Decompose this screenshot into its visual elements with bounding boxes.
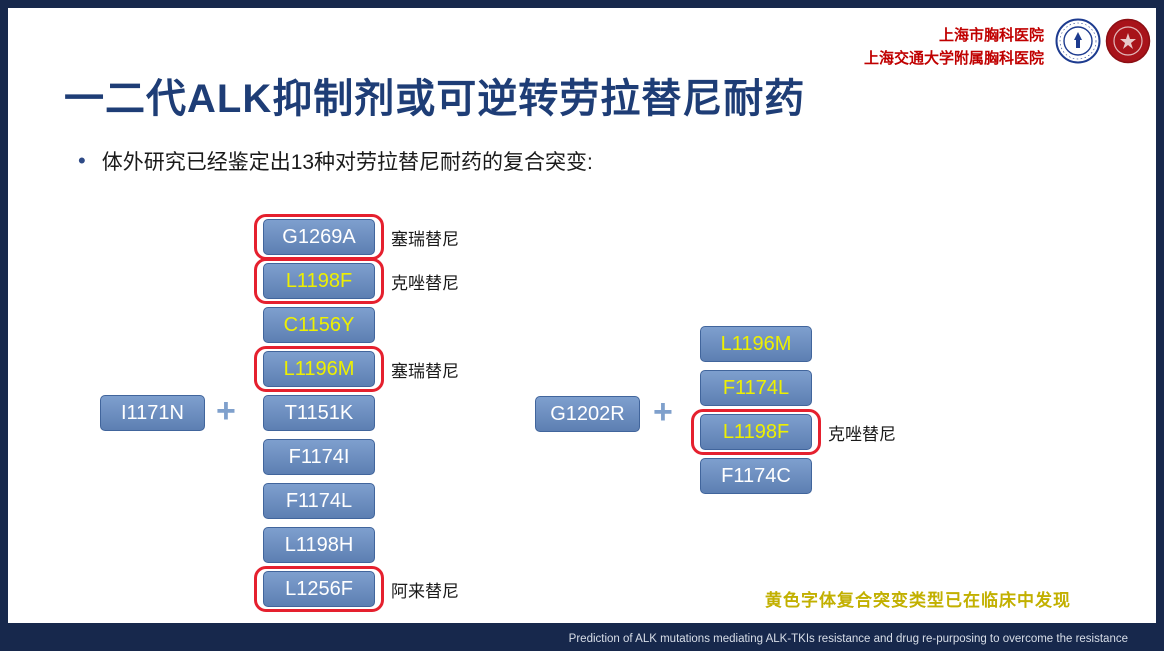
mutation-label: L1198F <box>700 414 812 450</box>
mutation-label: L1198F <box>263 263 375 299</box>
mutation-box: F1174L <box>700 370 812 406</box>
drug-label: 克唑替尼 <box>828 424 896 444</box>
mutation-label: F1174C <box>700 458 812 494</box>
mutation-box-highlighted: L1196M <box>254 346 384 392</box>
mutation-label: F1174L <box>263 483 375 519</box>
base-mutation-box-i1171n: I1171N <box>100 395 205 431</box>
mutation-box: F1174C <box>700 458 812 494</box>
mutation-box: L1198H <box>263 527 375 563</box>
mutation-row: F1174L <box>700 370 896 406</box>
mutation-row: L1198H <box>263 527 459 563</box>
mutation-box: F1174I <box>263 439 375 475</box>
hospital-name-line2: 上海交通大学附属胸科医院 <box>863 50 1044 67</box>
mutation-box: F1174L <box>263 483 375 519</box>
mutation-group-g1202r: G1202R + L1196M F1174L L1198F 克唑替尼 F1174C <box>535 326 1015 510</box>
mutation-row: L1196M 塞瑞替尼 <box>254 346 459 392</box>
mutation-row: L1198F 克唑替尼 <box>691 409 896 455</box>
mutation-row: F1174L <box>263 483 459 519</box>
mutation-row: T1151K <box>263 395 459 431</box>
mutation-box-highlighted: G1269A <box>254 214 384 260</box>
hospital-name-line1: 上海市胸科医院 <box>938 27 1044 44</box>
mutation-label: L1196M <box>263 351 375 387</box>
bullet-text: 体外研究已经鉴定出13种对劳拉替尼耐药的复合突变: <box>101 151 593 174</box>
mutation-label: L1256F <box>263 571 375 607</box>
mutation-label: L1198H <box>263 527 375 563</box>
mutation-row: F1174I <box>263 439 459 475</box>
mutation-label: G1269A <box>263 219 375 255</box>
base-mutation-box-g1202r: G1202R <box>535 396 640 432</box>
university-logo-icon <box>1055 18 1101 64</box>
mutation-row: C1156Y <box>263 307 459 343</box>
drug-label: 阿来替尼 <box>391 581 459 601</box>
mutation-box-highlighted: L1198F <box>254 258 384 304</box>
mutation-row: F1174C <box>700 458 896 494</box>
drug-label: 塞瑞替尼 <box>391 361 459 381</box>
mutation-row: L1196M <box>700 326 896 362</box>
drug-label: 克唑替尼 <box>391 273 459 293</box>
mutation-box-highlighted: L1198F <box>691 409 821 455</box>
plus-icon: + <box>653 393 673 431</box>
plus-icon: + <box>216 392 236 430</box>
bullet-icon: • <box>78 148 86 173</box>
mutation-label: F1174L <box>700 370 812 406</box>
slide-title: 一二代ALK抑制剂或可逆转劳拉替尼耐药 <box>64 77 806 121</box>
mutation-column-right: L1196M F1174L L1198F 克唑替尼 F1174C <box>691 326 896 494</box>
bullet-line: • 体外研究已经鉴定出13种对劳拉替尼耐药的复合突变: <box>78 146 593 176</box>
drug-label: 塞瑞替尼 <box>391 229 459 249</box>
mutation-row: L1198F 克唑替尼 <box>254 258 459 304</box>
mutation-box: C1156Y <box>263 307 375 343</box>
clinical-note: 黄色字体复合突变类型已在临床中发现 <box>765 591 1071 610</box>
mutation-box-highlighted: L1256F <box>254 566 384 612</box>
mutation-label: C1156Y <box>263 307 375 343</box>
mutation-column-left: G1269A 塞瑞替尼 L1198F 克唑替尼 C1156Y L1196M 塞瑞替尼 T115… <box>254 214 459 612</box>
mutation-label: F1174I <box>263 439 375 475</box>
mutation-box: L1196M <box>700 326 812 362</box>
mutation-box: T1151K <box>263 395 375 431</box>
slide-background: 上海市胸科医院 上海交通大学附属胸科医院 一二代ALK抑制剂或可逆转劳拉替尼耐药… <box>8 8 1156 623</box>
mutation-row: G1269A 塞瑞替尼 <box>254 214 459 260</box>
hospital-names: 上海市胸科医院 上海交通大学附属胸科医院 <box>864 24 1044 70</box>
mutation-row: L1256F 阿来替尼 <box>254 566 459 612</box>
mutation-label: T1151K <box>263 395 375 431</box>
mutation-label: L1196M <box>700 326 812 362</box>
hospital-logo-icon <box>1105 18 1151 64</box>
citation-text: Prediction of ALK mutations mediating AL… <box>568 633 1128 645</box>
